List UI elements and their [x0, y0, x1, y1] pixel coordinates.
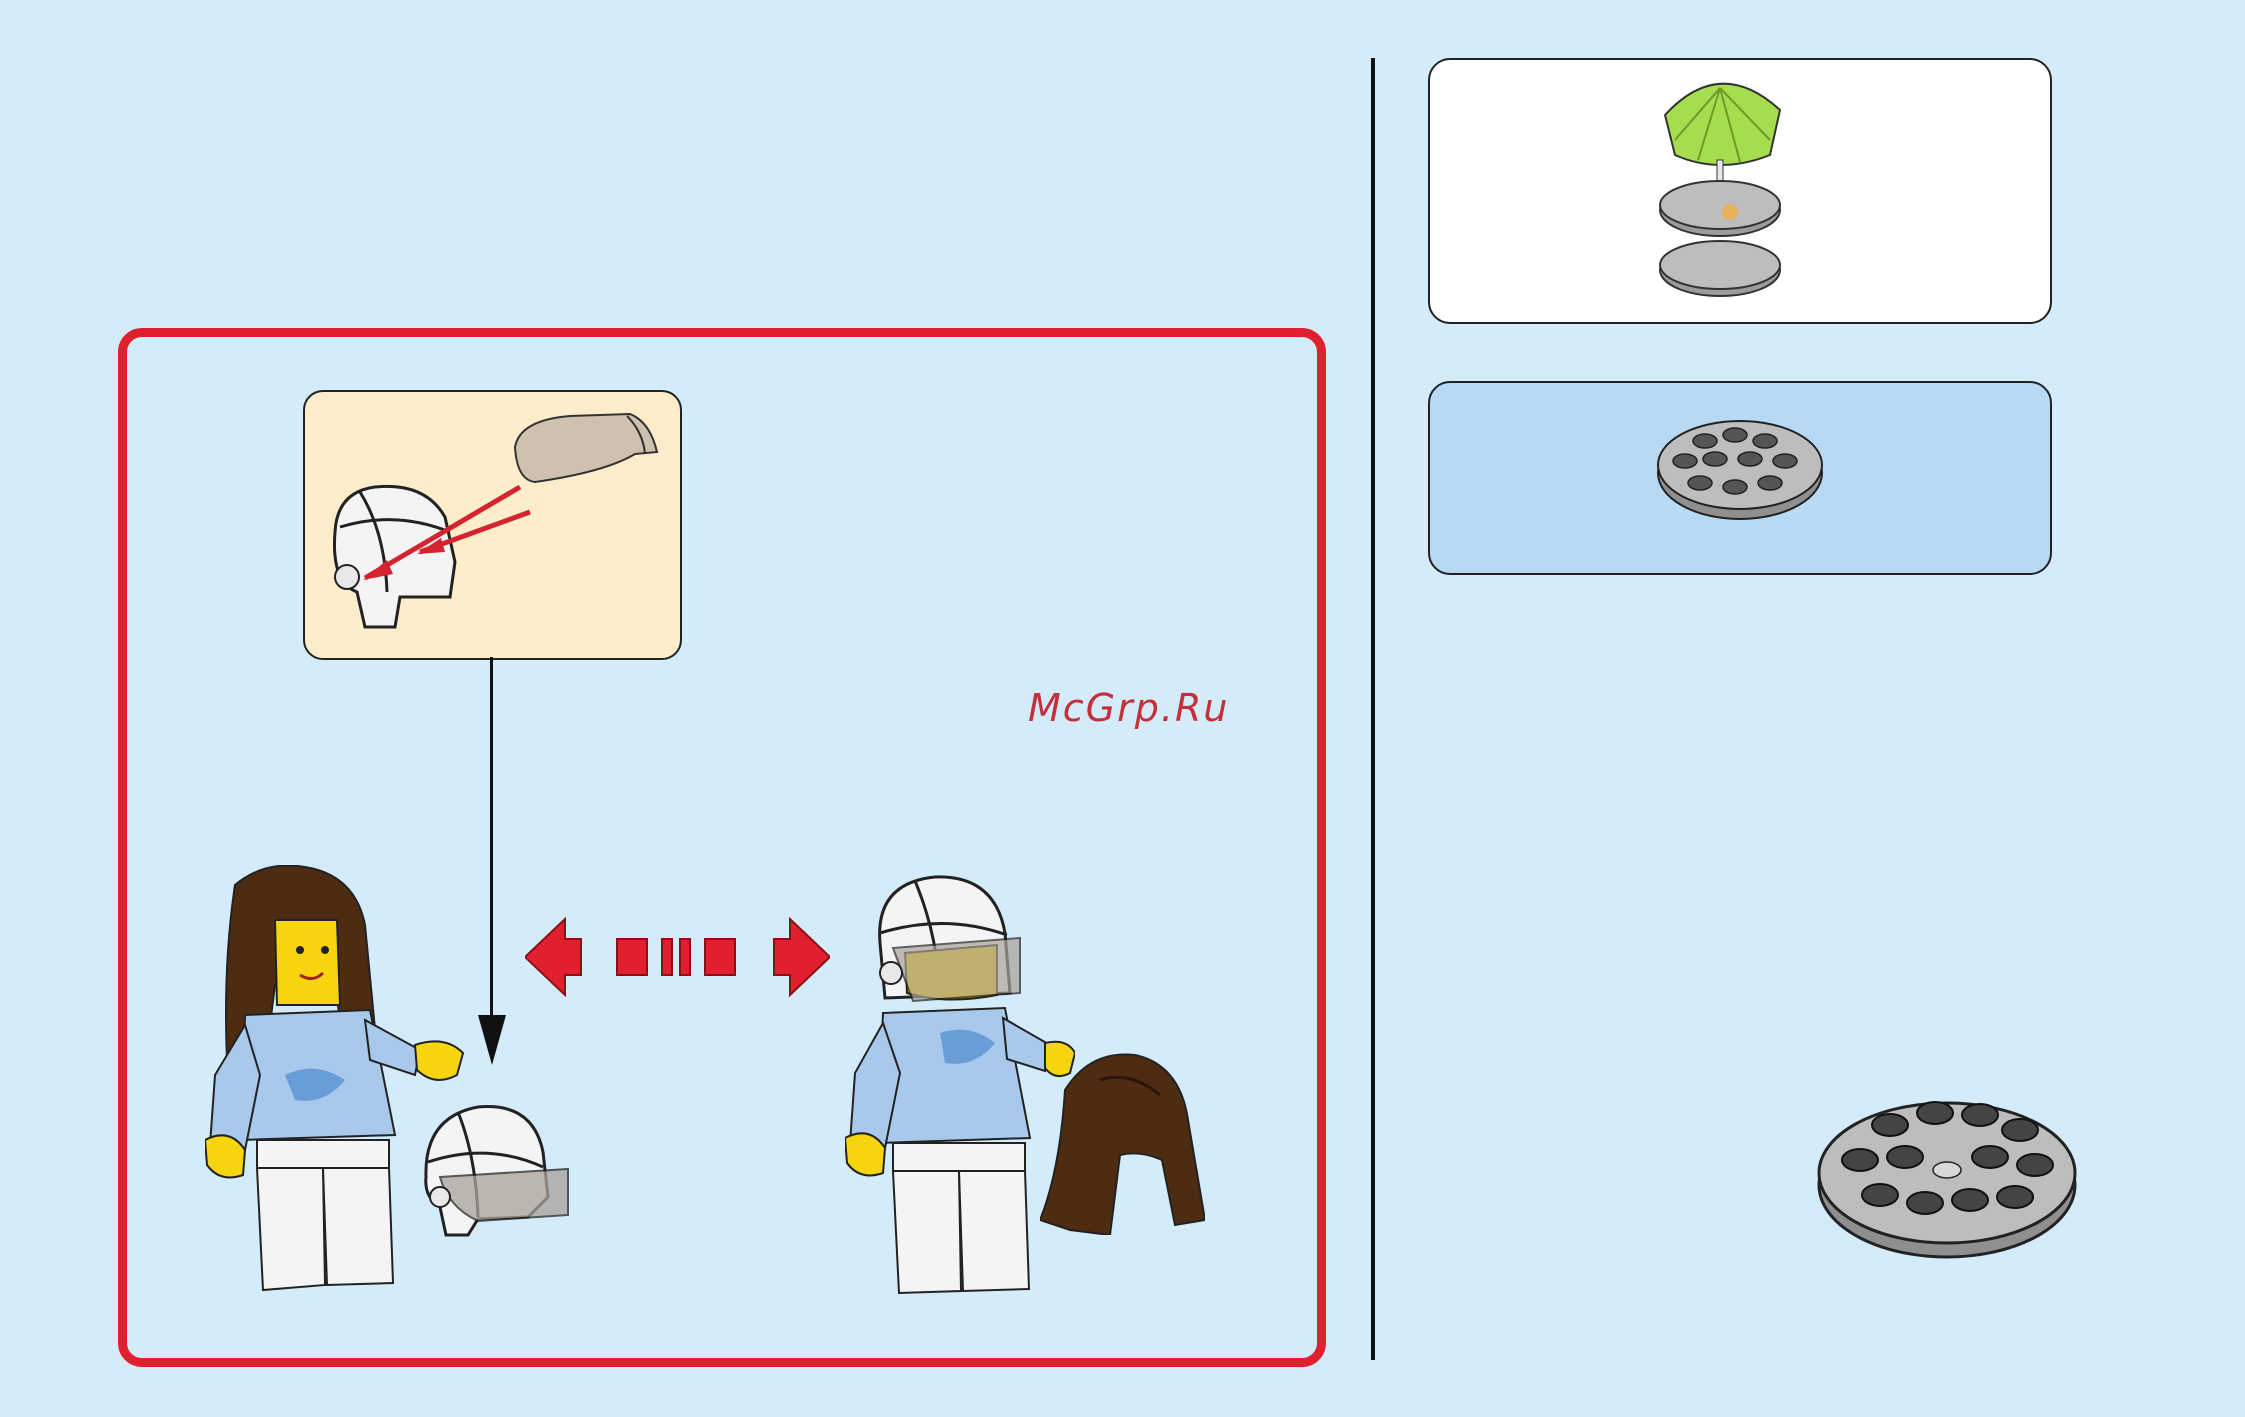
gray-round-plate-part-icon: [1430, 383, 2050, 573]
pointer-line: [490, 657, 493, 1047]
gray-round-plate-build-illustration: [1815, 1085, 2080, 1265]
double-arrow-swap-icon: [525, 917, 830, 997]
model-preview-box: [1428, 58, 2052, 324]
parts-needed-box: [1428, 381, 2052, 575]
umbrella-on-round-plates-illustration: [1430, 60, 2050, 322]
watermark: McGrp.Ru: [1028, 686, 1229, 730]
helmet-visor-assembly-illustration: [305, 392, 680, 658]
brown-hair-piece-illustration: [1040, 1050, 1205, 1235]
helmet-with-visor-illustration: [418, 1097, 570, 1237]
callout-box: [303, 390, 682, 660]
pointer-arrowhead-icon: [476, 1015, 508, 1067]
page-divider: [1371, 58, 1375, 1360]
